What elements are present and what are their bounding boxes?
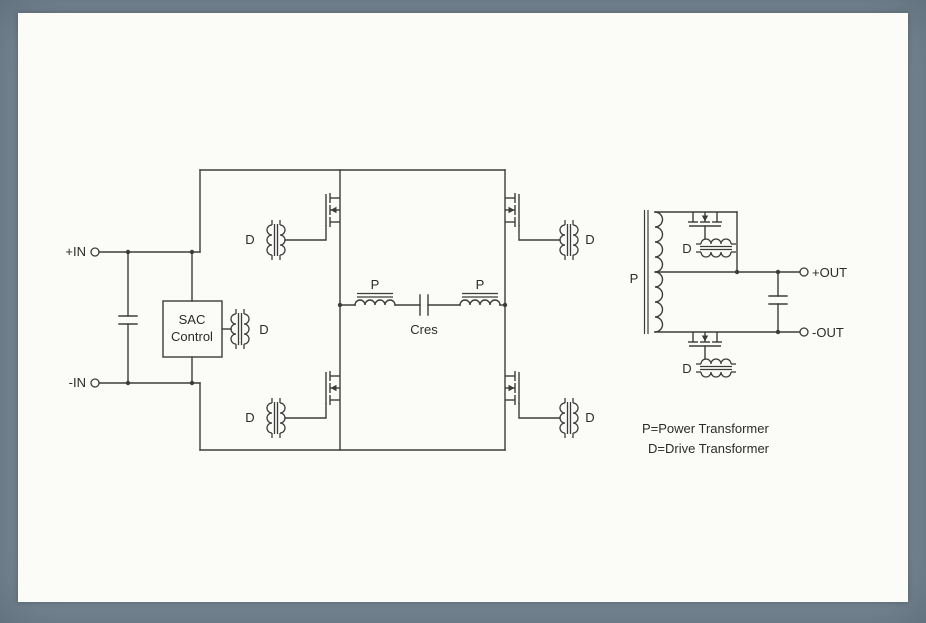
out-pos-terminal: [799, 267, 809, 277]
junction-dots: [125, 249, 781, 386]
drive-label-output-bottom: D: [682, 361, 691, 376]
drive-transformer-output-top: [695, 238, 737, 258]
drive-transformer-output-bottom: [695, 358, 737, 378]
drive-label-output-top: D: [682, 241, 691, 256]
drive-transformer-bottom-left: [266, 397, 286, 439]
sac-control-box: [162, 300, 223, 358]
sac-label-line2: Control: [171, 329, 213, 344]
drive-transformer-top-left: [266, 219, 286, 261]
bridge-mosfets: [325, 192, 723, 406]
drive-transformer-top-right: [559, 219, 579, 261]
mosfet-top-left: [325, 192, 341, 228]
legend-power-transformer: P=Power Transformer: [642, 421, 769, 436]
cres-label: Cres: [410, 322, 438, 337]
power-label-primary-right: P: [476, 277, 485, 292]
mosfet-output-top: [687, 211, 723, 227]
mosfet-top-right: [504, 192, 520, 228]
out-neg-label: -OUT: [812, 325, 844, 340]
out-pos-label: +OUT: [812, 265, 847, 280]
schematic-panel: [18, 13, 908, 602]
drive-transformer-sac: [230, 308, 250, 350]
in-neg-label: -IN: [69, 375, 86, 390]
wires: [98, 169, 801, 451]
drive-label-bottom-left: D: [245, 410, 254, 425]
power-label-secondary: P: [630, 271, 639, 286]
drive-label-top-right: D: [585, 232, 594, 247]
power-label-primary-left: P: [371, 277, 380, 292]
out-neg-terminal: [799, 327, 809, 337]
legend-drive-transformer: D=Drive Transformer: [648, 441, 770, 456]
in-neg-terminal: [90, 378, 100, 388]
mosfet-output-bottom: [687, 331, 723, 347]
in-pos-label: +IN: [65, 244, 86, 259]
mosfet-bottom-left: [325, 370, 341, 406]
mosfet-bottom-right: [504, 370, 520, 406]
drive-transformer-bottom-right: [559, 397, 579, 439]
in-pos-terminal: [90, 247, 100, 257]
sac-label-line1: SAC: [179, 312, 206, 327]
drive-label-sac: D: [259, 322, 268, 337]
drive-label-top-left: D: [245, 232, 254, 247]
drive-label-bottom-right: D: [585, 410, 594, 425]
